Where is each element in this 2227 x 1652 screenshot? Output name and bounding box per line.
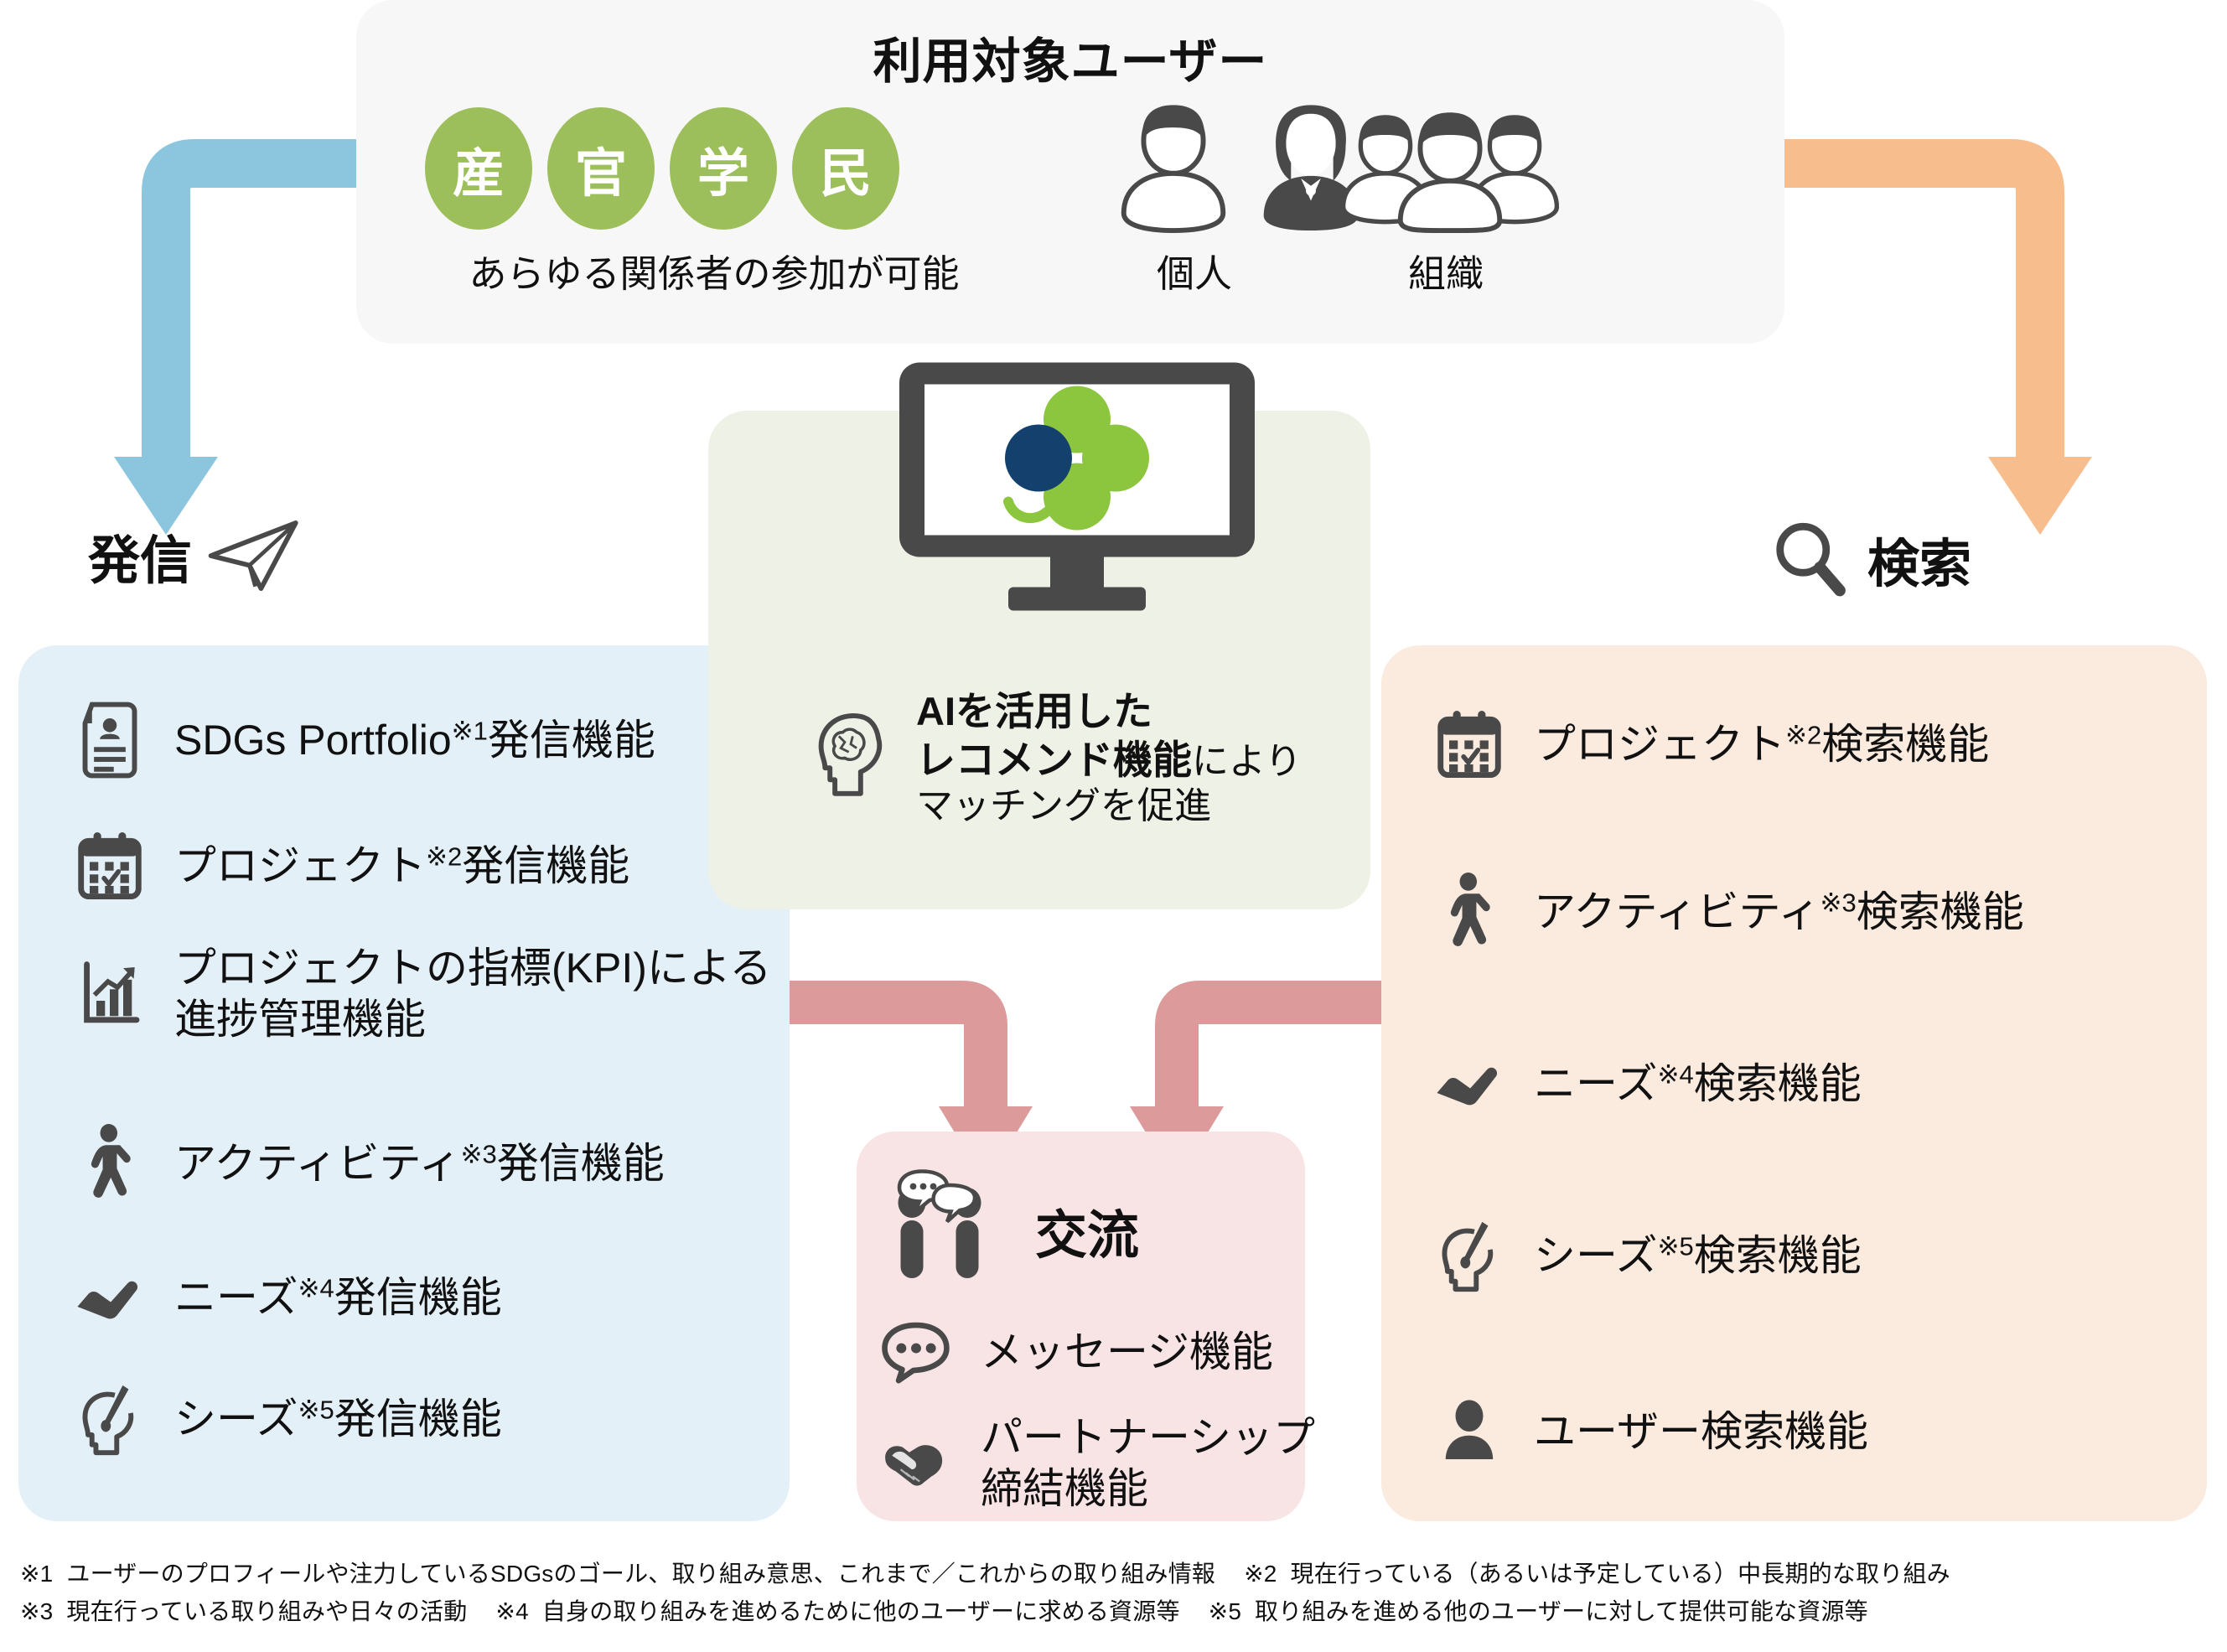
paper-plane-icon: [208, 520, 298, 591]
seal-kan: 官: [547, 107, 655, 230]
calendar-check-icon: [74, 826, 146, 906]
user-avatar-icon: [1433, 1391, 1505, 1472]
feature-label: SDGs Portfolio※1発信機能: [174, 715, 655, 764]
two-people-talking-icon: [884, 1165, 1010, 1295]
individual-avatars: [1111, 99, 1374, 233]
exchange-header: 交流: [884, 1165, 1139, 1295]
section-header-kensaku: 検索: [1769, 517, 1971, 601]
ai-recommend-row: AIを活用したレコメンド機能によりマッチングを促進: [809, 687, 1302, 829]
feature-needs-publish: ニーズ※4発信機能: [74, 1257, 502, 1338]
target-users-panel: 利用対象ユーザー 産 官 学 民 あらゆる関係者の参加が可能 個人: [356, 0, 1784, 344]
handshake-icon: [880, 1423, 952, 1504]
feature-label: メッセージ機能: [981, 1328, 1273, 1375]
monitor-logo-icon: [893, 359, 1255, 619]
kensaku-panel: [1381, 645, 2207, 1521]
bar-chart-icon: [74, 954, 146, 1034]
feature-label: アクティビティ※3検索機能: [1534, 887, 2024, 935]
section-title-exchange: 交流: [1035, 1206, 1140, 1265]
walking-person-icon: [1433, 872, 1505, 952]
hasshin-panel: [18, 645, 790, 1521]
feature-label: シーズ※5検索機能: [1534, 1230, 1862, 1279]
footnote-line-2: ※3 現在行っている取り組みや日々の活動※4 自身の取り組みを進めるために他のユ…: [20, 1598, 1868, 1625]
stakeholder-seals: 産 官 学 民: [425, 107, 899, 230]
seals-caption: あらゆる関係者の参加が可能: [469, 252, 960, 295]
person-male-outline-icon: [1121, 105, 1226, 233]
feature-sdgs-portfolio-publish: SDGs Portfolio※1発信機能: [74, 700, 655, 780]
magnifier-icon: [1776, 522, 1846, 597]
page-title: 利用対象ユーザー: [873, 34, 1268, 89]
seal-gaku: 学: [670, 107, 777, 230]
feature-needs-search: ニーズ※4検索機能: [1433, 1044, 1862, 1124]
feature-project-publish: プロジェクト※2発信機能: [74, 826, 629, 906]
feature-label: ニーズ※4検索機能: [1534, 1059, 1862, 1107]
organization-avatars: [1324, 99, 1576, 233]
feature-label: シーズ※5発信機能: [174, 1394, 502, 1442]
feature-partnership: パートナーシップ 締結機能: [880, 1412, 1315, 1515]
feature-activity-publish: アクティビティ※3発信機能: [74, 1123, 665, 1204]
section-header-hasshin: 発信: [88, 517, 303, 594]
person-group-outline-icon: [1340, 112, 1560, 233]
organization-label: 組織: [1407, 252, 1484, 295]
arrow-blue-to-hasshin: [114, 139, 356, 535]
open-hand-icon: [1433, 1044, 1505, 1124]
feature-label: プロジェクト※2発信機能: [174, 841, 630, 889]
seal-sangyo: 産: [425, 107, 532, 230]
footnote-line-1: ※1 ユーザーのプロフィールや注力しているSDGsのゴール、取り組み意思、これま…: [20, 1561, 1950, 1587]
walking-person-icon: [74, 1123, 146, 1204]
feature-project-search: プロジェクト※2検索機能: [1433, 704, 1989, 785]
section-title-hasshin: 発信: [88, 532, 193, 590]
feature-label: アクティビティ※3発信機能: [174, 1138, 665, 1187]
document-person-icon: [74, 700, 146, 780]
feature-label: パートナーシップ 締結機能: [981, 1414, 1315, 1512]
brain-head-icon: [809, 707, 893, 810]
arrow-orange-to-kensaku: [1784, 139, 2092, 535]
open-hand-icon: [74, 1257, 146, 1338]
feature-label: ユーザー検索機能: [1534, 1407, 1868, 1455]
individual-label: 個人: [1156, 252, 1232, 295]
feature-label: プロジェクトの指標(KPI)による 進捗管理機能: [174, 945, 772, 1043]
speech-bubble-icon: [880, 1312, 952, 1392]
person-female-filled-icon: [1263, 105, 1359, 231]
feature-message: メッセージ機能: [880, 1312, 1273, 1392]
feature-seeds-search: シーズ※5検索機能: [1433, 1215, 1862, 1296]
footnotes: ※1 ユーザーのプロフィールや注力しているSDGsのゴール、取り組み意思、これま…: [20, 1555, 2208, 1631]
feature-label: ニーズ※4発信機能: [174, 1272, 502, 1321]
head-idea-icon: [1433, 1215, 1505, 1296]
seal-min: 民: [792, 107, 899, 230]
feature-label: プロジェクト※2検索機能: [1534, 719, 1990, 768]
calendar-check-icon: [1433, 704, 1505, 785]
feature-seeds-publish: シーズ※5発信機能: [74, 1379, 502, 1459]
ai-recommend-text: AIを活用したレコメンド機能によりマッチングを促進: [916, 689, 1303, 827]
feature-user-search: ユーザー検索機能: [1433, 1391, 1868, 1472]
head-idea-icon: [74, 1379, 146, 1459]
feature-activity-search: アクティビティ※3検索機能: [1433, 872, 2024, 952]
feature-kpi-progress: プロジェクトの指標(KPI)による 進捗管理機能: [74, 943, 771, 1045]
section-title-kensaku: 検索: [1867, 536, 1972, 593]
